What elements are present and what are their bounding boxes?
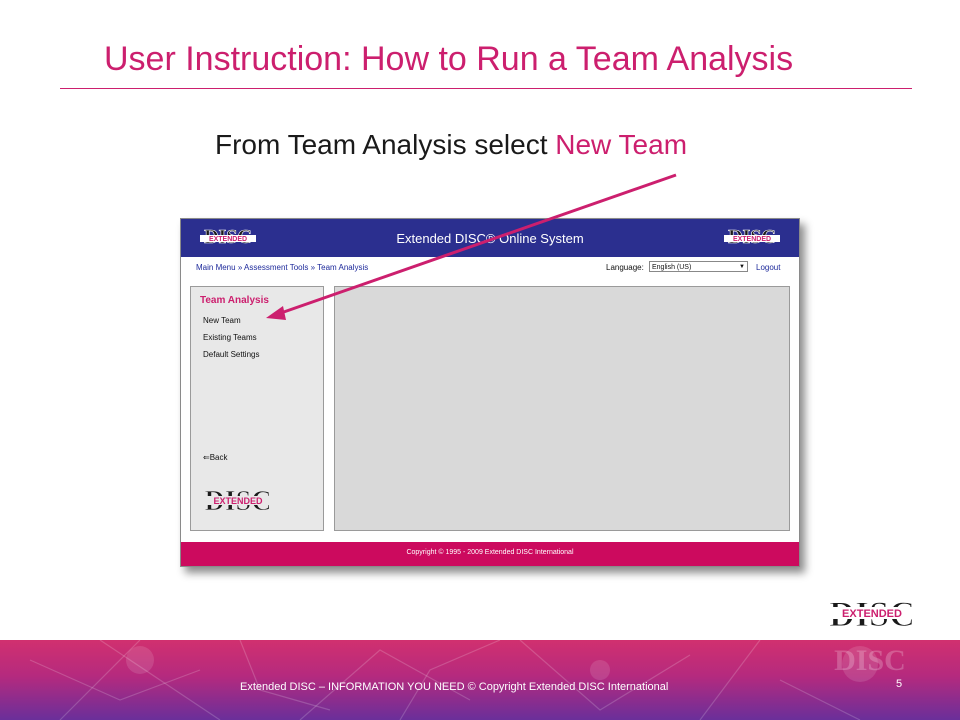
sidebar-item-existing-teams[interactable]: Existing Teams (203, 333, 257, 342)
breadcrumb-team-analysis[interactable]: Team Analysis (317, 263, 369, 272)
subtitle-highlight: New Team (555, 129, 688, 160)
app-screenshot: DISC EXTENDED Extended DISC® Online Syst… (180, 218, 800, 567)
language-value: English (US) (652, 264, 692, 271)
app-footer: Copyright © 1995 - 2009 Extended DISC In… (181, 542, 799, 566)
footer-text: Extended DISC – INFORMATION YOU NEED © C… (240, 681, 669, 693)
logo-band-text: EXTENDED (842, 608, 902, 620)
breadcrumb-separator: » (237, 263, 243, 272)
breadcrumb: Main Menu » Assessment Tools » Team Anal… (196, 263, 368, 272)
title-divider (60, 88, 912, 89)
back-link[interactable]: ⇐Back (203, 453, 228, 462)
extended-disc-logo-icon: DISC EXTENDED (198, 486, 278, 517)
slide-title: User Instruction: How to Run a Team Anal… (104, 40, 794, 78)
app-header: DISC EXTENDED Extended DISC® Online Syst… (181, 219, 799, 257)
extended-disc-logo-icon: DISC EXTENDED (724, 226, 780, 248)
dropdown-arrow-icon: ▼ (739, 264, 745, 270)
sidebar-item-new-team[interactable]: New Team (203, 316, 241, 325)
sidebar: Team Analysis New Team Existing Teams De… (190, 286, 324, 531)
language-label: Language: (606, 263, 644, 272)
breadcrumb-main-menu[interactable]: Main Menu (196, 263, 236, 272)
slide-subtitle: From Team Analysis select New Team (215, 129, 687, 161)
page-number: 5 (896, 678, 903, 690)
footer-band: DISC (0, 640, 960, 720)
logo-band-text: EXTENDED (213, 496, 263, 506)
main-content-area (334, 286, 790, 531)
decorative-lines-icon: DISC (29, 640, 906, 720)
logo-band-text: EXTENDED (209, 236, 247, 243)
logo-disc-text: DISC (834, 644, 906, 677)
language-select[interactable]: English (US) ▼ (649, 261, 748, 272)
sidebar-item-default-settings[interactable]: Default Settings (203, 350, 260, 359)
copyright-text: Copyright © 1995 - 2009 Extended DISC In… (406, 549, 574, 556)
breadcrumb-separator: » (310, 263, 316, 272)
logout-link[interactable]: Logout (756, 263, 781, 272)
breadcrumb-assessment-tools[interactable]: Assessment Tools (244, 263, 309, 272)
extended-disc-logo-icon: DISC EXTENDED (830, 594, 914, 635)
sidebar-heading: Team Analysis (200, 295, 269, 306)
subtitle-text: From Team Analysis select (215, 129, 556, 160)
logo-band-text: EXTENDED (733, 236, 771, 243)
extended-disc-logo-icon: DISC EXTENDED (200, 226, 256, 248)
